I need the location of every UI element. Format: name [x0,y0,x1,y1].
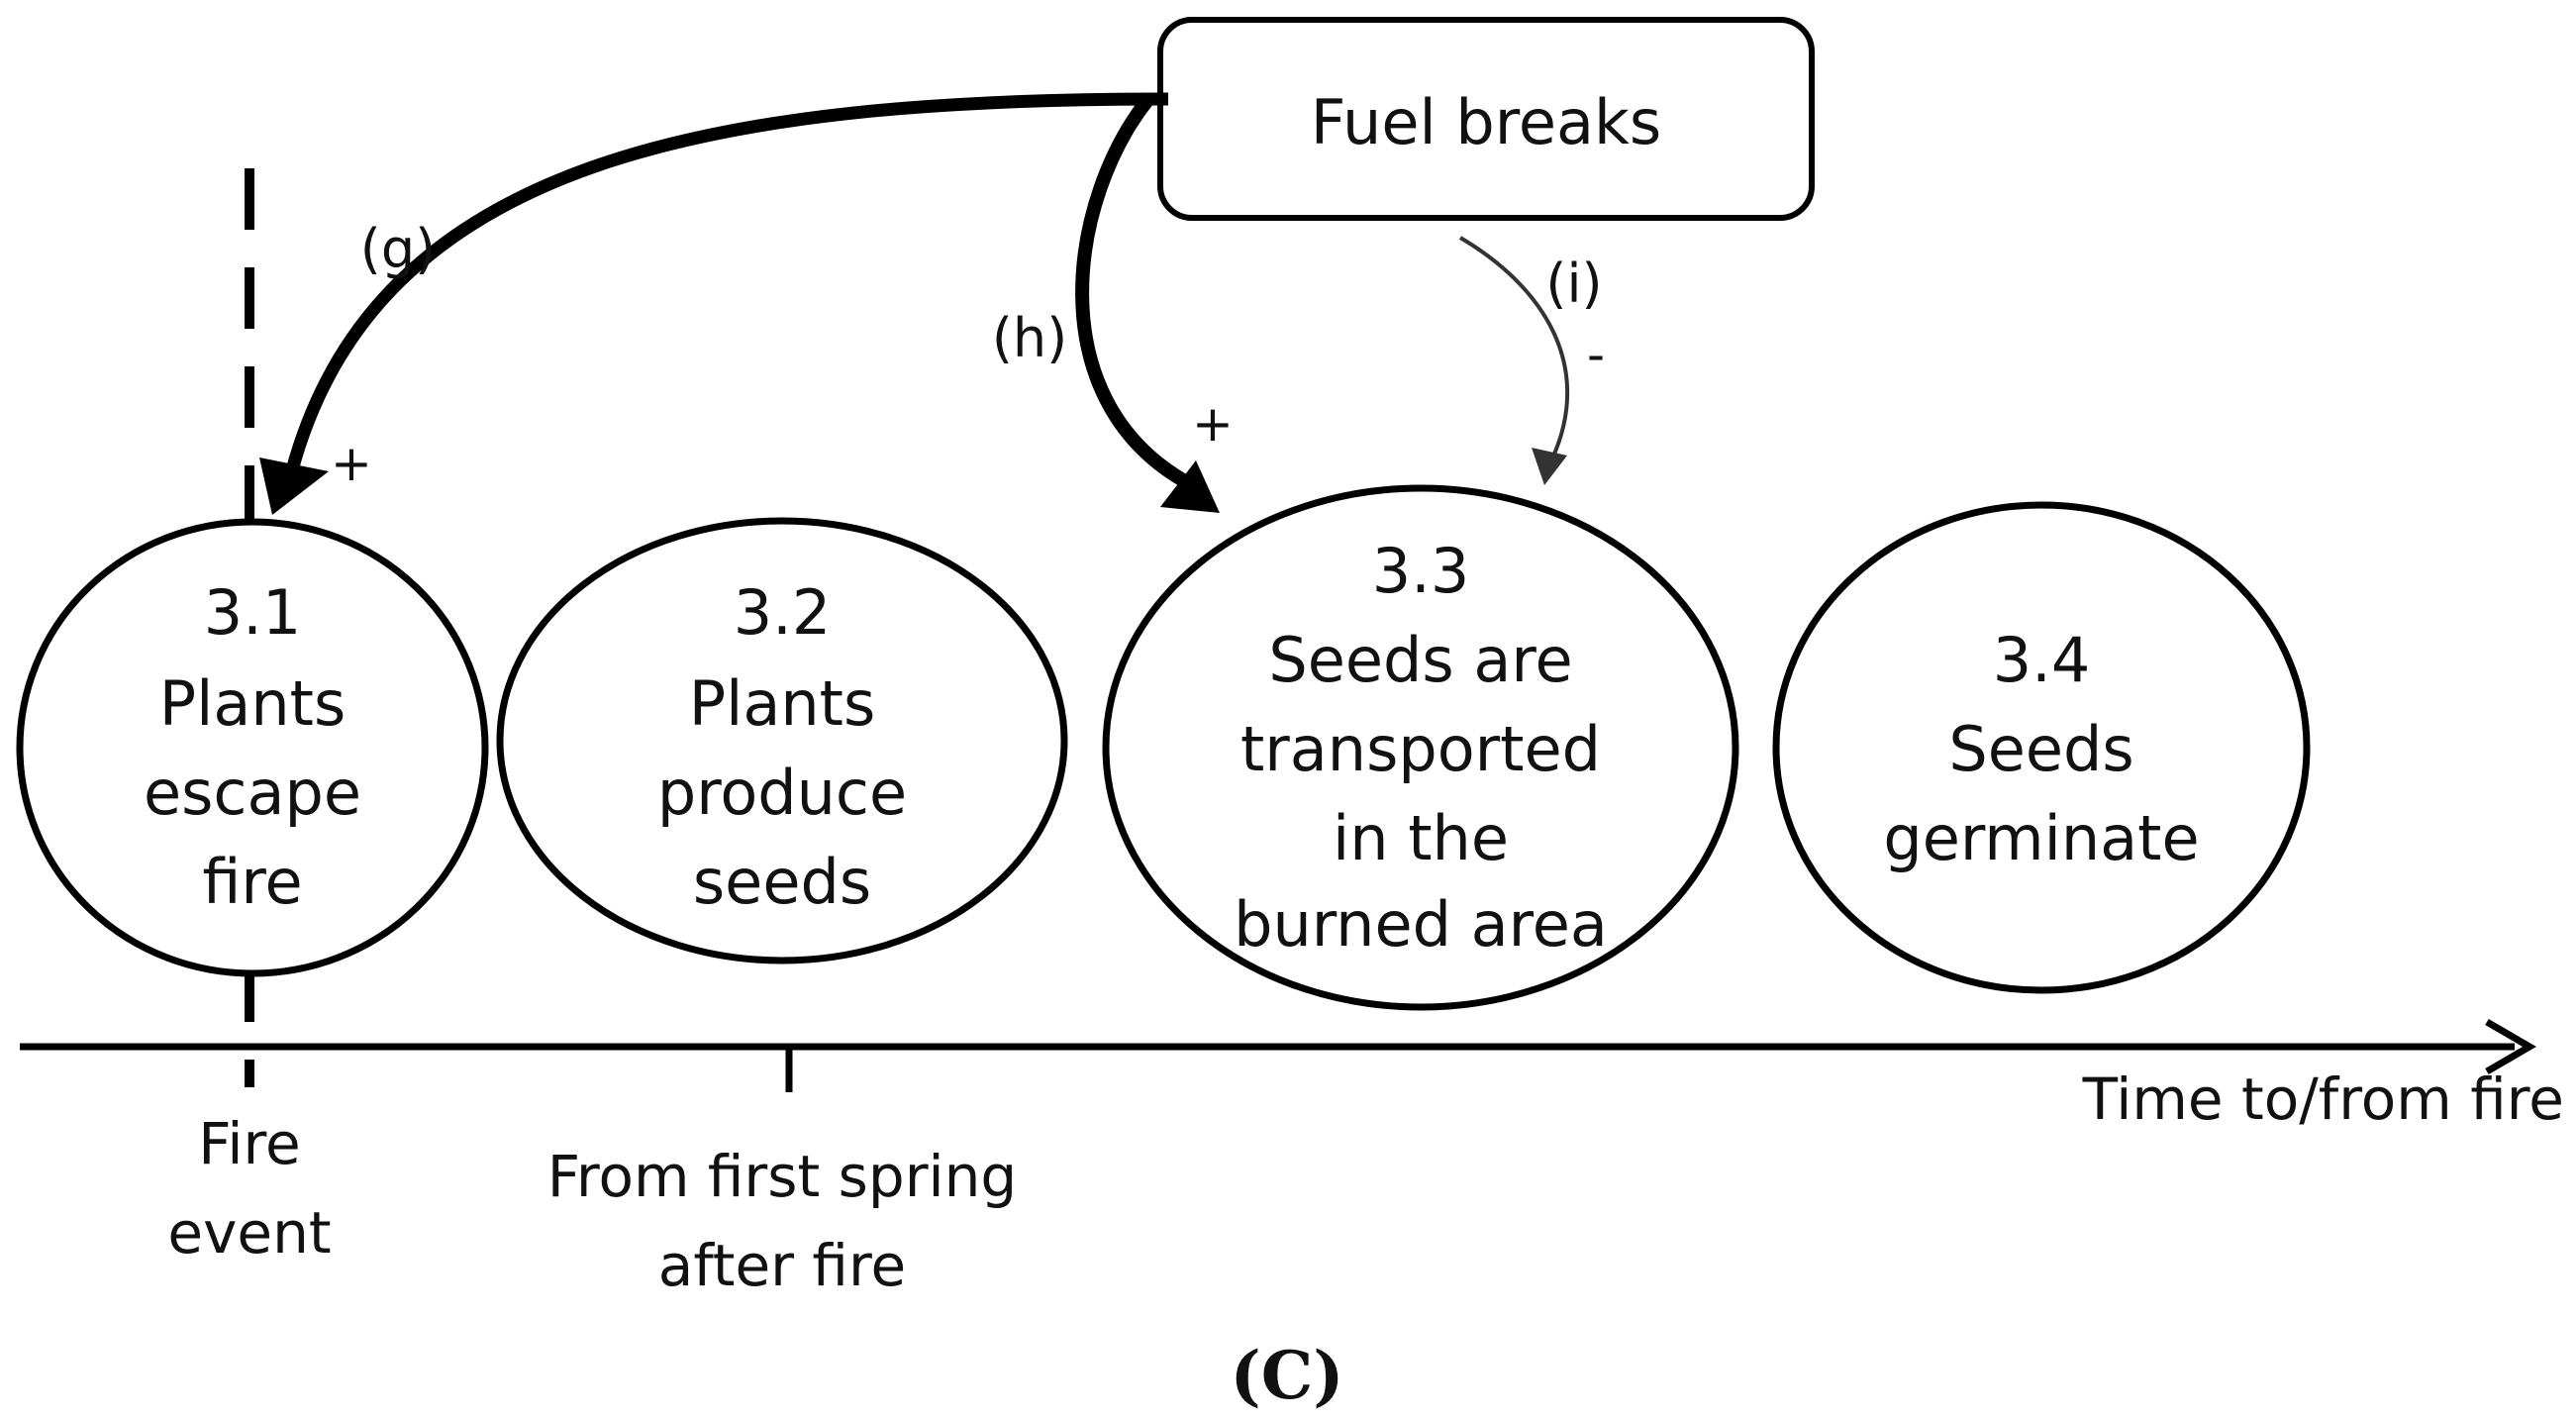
effect-i-arrowhead [1532,448,1567,485]
stage-3-4-line-2: germinate [1883,802,2199,874]
stage-3-1: 3.1 Plants escape fire [16,518,489,977]
fuel-breaks-box [1157,17,1815,221]
stage-3-3-line-4: burned area [1234,888,1608,961]
effect-h-label: (h) [992,307,1067,369]
effect-g-sign: + [331,435,372,492]
effect-h-sign: + [1192,395,1234,453]
stage-3-4-line-1: Seeds [1948,713,2133,785]
stage-3-2-line-1: Plants [689,667,876,740]
tick-first-spring-line-2: after fire [658,1232,906,1299]
stage-3-2-circle [496,517,1068,964]
tick-first-spring-line-1: From first spring [547,1143,1017,1210]
stage-3-2: 3.2 Plants produce seeds [496,517,1068,964]
tick-fire-event-line-1: Fire [198,1110,301,1177]
stage-3-3-circle [1102,484,1739,1011]
stage-3-1-circle [16,518,489,977]
time-axis-label: Time to/from fire [2082,1066,2564,1133]
stage-3-3-number: 3.3 [1372,535,1470,607]
effect-g-label: (g) [360,218,436,280]
time-axis-arrowhead [2485,1018,2536,1075]
stage-3-2-line-3: seeds [693,846,871,918]
stage-3-1-line-2: escape [144,757,361,829]
effect-g-arrow [285,92,1169,472]
tick-fire-event-line-2: event [167,1199,331,1267]
panel-label: (C) [1231,1337,1344,1414]
effect-g-arrowhead [259,457,329,515]
stage-3-4: 3.4 Seeds germinate [1772,501,2311,994]
effect-h-arrowhead [1160,460,1220,513]
stage-3-3-line-2: transported [1240,713,1601,785]
effect-i-label: (i) [1545,253,1602,315]
stage-3-4-circle [1772,501,2311,994]
stage-3-3-line-1: Seeds are [1268,624,1572,696]
effect-h-arrow [1075,94,1187,487]
stage-3-3-line-3: in the [1333,802,1509,874]
stage-3-4-number: 3.4 [1993,624,2091,696]
stage-3-3: 3.3 Seeds are transported in the burned … [1102,484,1739,1011]
stage-3-2-number: 3.2 [734,576,832,649]
fuel-breaks-label: Fuel breaks [1311,86,1661,158]
stage-3-1-line-1: Plants [159,667,347,740]
stage-3-1-number: 3.1 [204,576,302,649]
effect-i-arrow [1458,236,1569,459]
stage-3-2-line-2: produce [657,757,907,829]
effect-i-sign: - [1587,326,1605,383]
stage-3-1-line-3: fire [202,846,302,918]
